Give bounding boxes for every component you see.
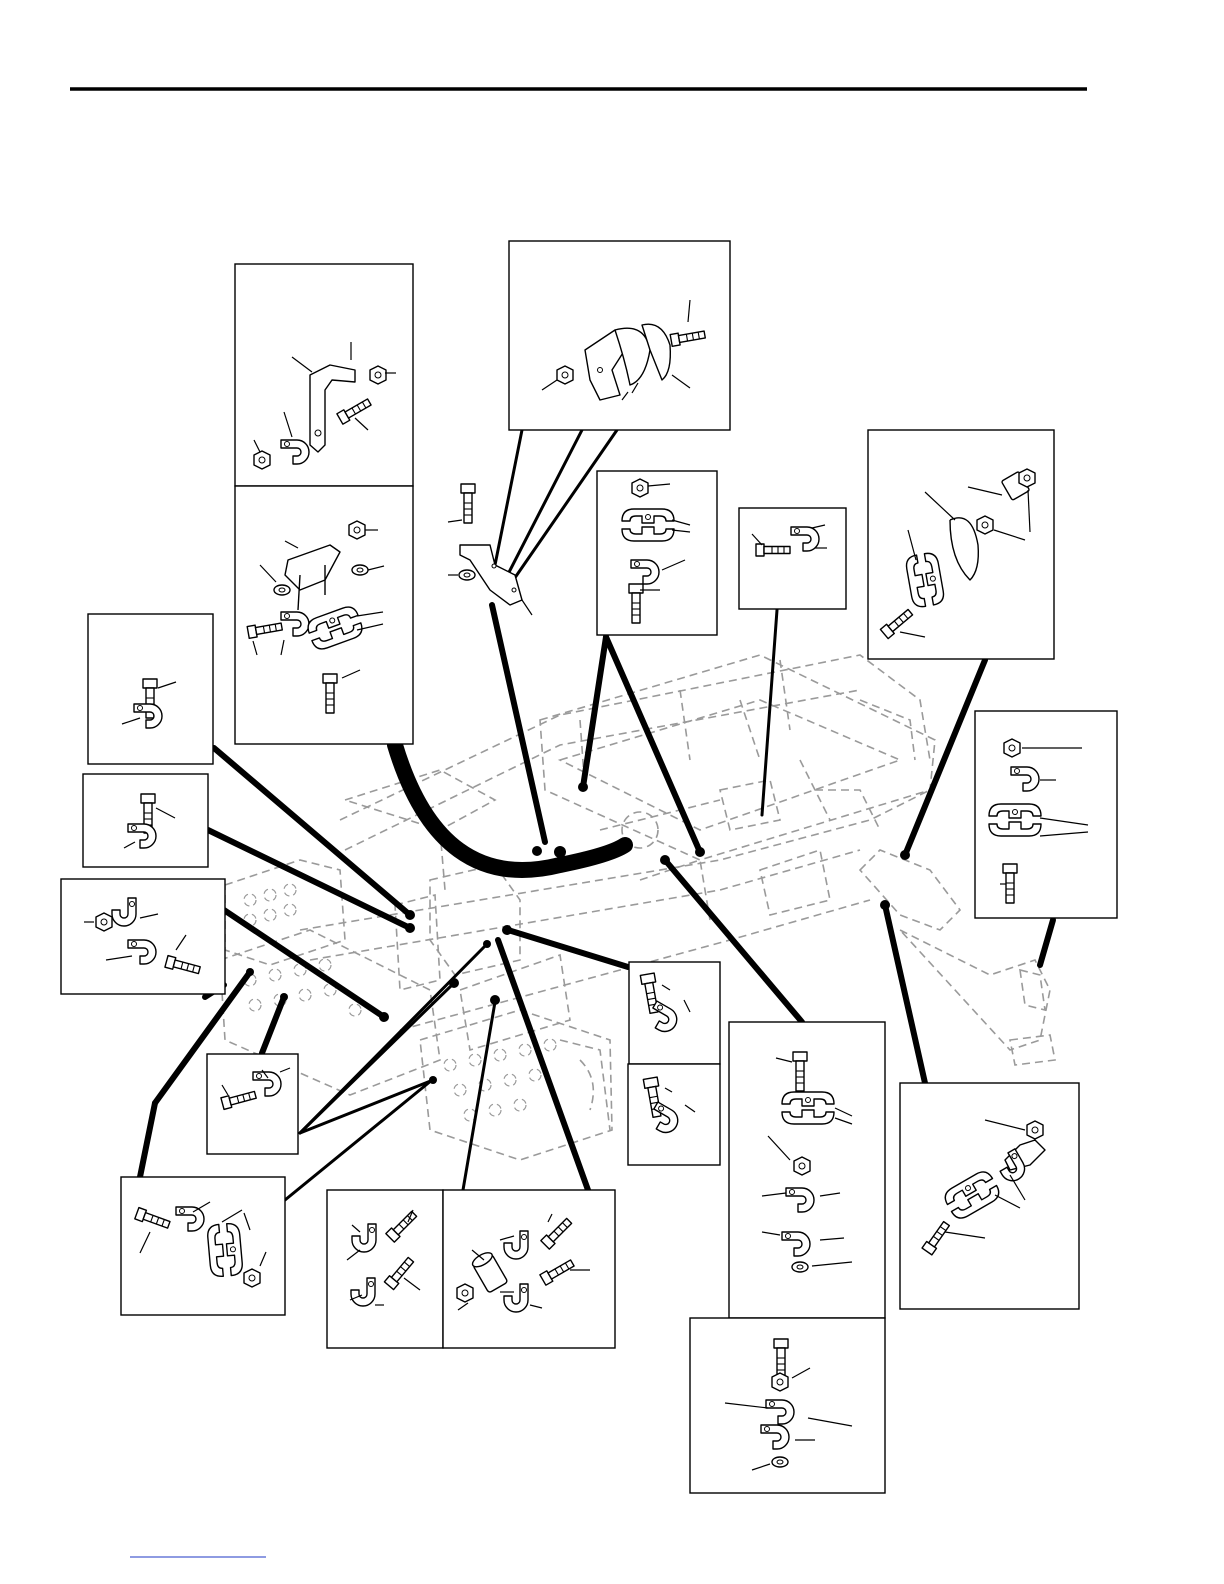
detail-box-bottom-left-twin-clamp: [121, 1177, 285, 1315]
detail-box-left-bracket-assembly: [235, 486, 413, 744]
detail-box-upper-center-twin-clamp: [597, 471, 717, 635]
detail-box-bottom-right-stack: [690, 1318, 885, 1493]
detail-box-bottom-center-collar: [443, 1190, 615, 1348]
detail-box-lower-left-clamp: [207, 1054, 298, 1154]
detail-box-center-right-clamp-b: [628, 1064, 720, 1165]
detail-box-right-clamp-stack: [975, 711, 1117, 918]
detail-box-left-double-clamp: [61, 879, 225, 994]
pointer-arc: [395, 745, 625, 870]
detail-box-upper-right-twin-clamp: [868, 430, 1054, 659]
detail-box-left-clamp-a: [88, 614, 213, 764]
detail-box-single-clamp-center: [739, 508, 846, 609]
detail-box-bottom-middle-clamps: [327, 1190, 443, 1348]
detail-box-left-clamp-b: [83, 774, 208, 867]
detail-box-right-angle-clamp: [900, 1083, 1079, 1309]
detail-box-right-stack-large: [729, 1022, 885, 1318]
detail-box-top-center-twin-clamp: [509, 241, 730, 430]
detail-box-upper-left-bracket: [235, 264, 413, 486]
detail-box-center-right-clamp-a: [629, 962, 720, 1064]
